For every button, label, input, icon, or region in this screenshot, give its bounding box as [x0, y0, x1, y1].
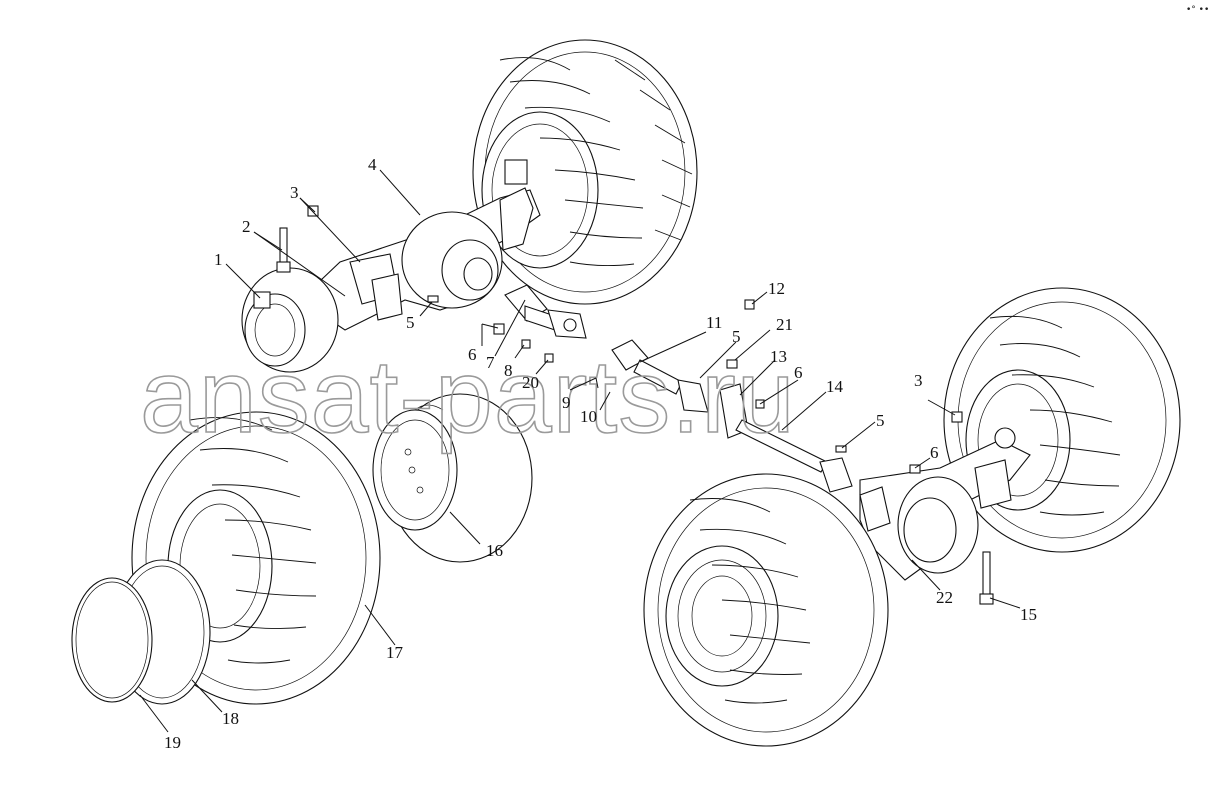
callout-5-right: 5: [876, 411, 885, 430]
bolt-5-left: [427, 295, 439, 303]
nut-3-top: [307, 205, 319, 217]
callout-5-center: 5: [732, 327, 741, 346]
callout-13: 13: [770, 347, 787, 366]
leader-lines: [139, 169, 1021, 733]
ring-19: [71, 577, 153, 703]
rim-16: [372, 393, 533, 563]
callout-17: 17: [386, 643, 404, 662]
nut-20: [544, 353, 554, 363]
bolt-12: [744, 299, 755, 310]
callout-3: 3: [290, 183, 299, 202]
callout-20: 20: [522, 373, 539, 392]
callout-18: 18: [222, 709, 239, 728]
bolt-2: [276, 227, 291, 273]
callout-6-center: 6: [794, 363, 803, 382]
callout-22: 22: [936, 588, 953, 607]
callout-1: 1: [214, 250, 223, 269]
washer-8: [521, 339, 531, 349]
corner-mark: •° •••: [1186, 5, 1209, 15]
nut-21: [726, 359, 738, 369]
callout-15: 15: [1020, 605, 1037, 624]
nut-3-right: [951, 411, 963, 423]
rear-axle-housing: [299, 159, 541, 331]
nut-6: [493, 323, 505, 335]
callout-21: 21: [776, 315, 793, 334]
callout-3-right: 3: [914, 371, 923, 390]
callout-6-right: 6: [930, 443, 939, 462]
callout-2: 2: [242, 217, 251, 236]
callout-5: 5: [406, 313, 415, 332]
callout-9: 9: [562, 393, 571, 412]
center-propshaft: [611, 339, 853, 493]
bolt-15: [979, 551, 994, 605]
wheel-bottom-center: [643, 473, 889, 747]
callout-12: 12: [768, 279, 785, 298]
watermark-text: ansat-parts.ru: [140, 339, 796, 455]
callout-4: 4: [368, 155, 377, 174]
callout-8: 8: [504, 361, 513, 380]
rear-propshaft: [504, 284, 587, 339]
front-axle-housing: [859, 427, 1031, 581]
callout-6: 6: [468, 345, 477, 364]
callout-19: 19: [164, 733, 181, 752]
callout-16: 16: [486, 541, 503, 560]
bolt-5-right: [835, 445, 847, 453]
callout-14: 14: [826, 377, 844, 396]
nut-6-right: [909, 464, 921, 474]
wheel-right: [943, 287, 1181, 553]
callout-10: 10: [580, 407, 597, 426]
callout-11: 11: [706, 313, 722, 332]
callout-numbers: 1 2 3 4 5 6 7 8 20 9 10 11 5 12 21 13 6 …: [164, 155, 1037, 752]
callout-7: 7: [486, 353, 495, 372]
